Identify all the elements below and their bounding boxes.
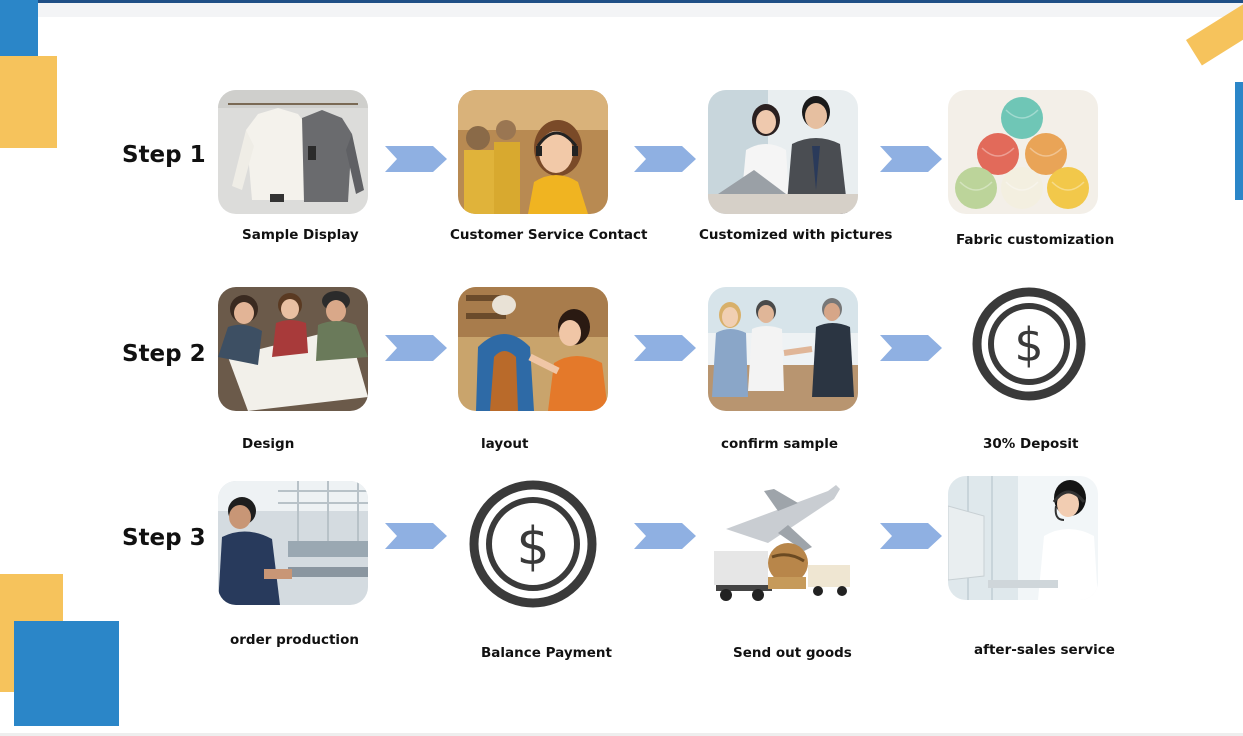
arrow-right-icon <box>880 335 942 361</box>
svg-text:$: $ <box>1014 318 1043 372</box>
headset-agent-photo <box>458 90 608 214</box>
dollar-coin-icon: $ <box>971 285 1087 403</box>
factory-worker-photo <box>218 481 368 605</box>
arrow-right-icon <box>634 335 696 361</box>
step-3-label: Step 3 <box>122 525 206 551</box>
step-1-label: Step 1 <box>122 142 206 168</box>
top-band <box>38 3 1243 17</box>
yarn-balls-photo <box>948 90 1098 214</box>
caption-after-sales-service: after-sales service <box>974 642 1115 658</box>
caption-customized-with-pictures: Customized with pictures <box>699 227 892 243</box>
arrow-right-icon <box>634 146 696 172</box>
caption-customer-service-contact: Customer Service Contact <box>450 227 648 243</box>
arrow-right-icon <box>880 523 942 549</box>
support-agent-photo <box>948 476 1098 600</box>
design-team-photo <box>218 287 368 411</box>
arrow-right-icon <box>880 146 942 172</box>
caption-confirm-sample: confirm sample <box>721 436 838 452</box>
step-2-label: Step 2 <box>122 341 206 367</box>
arrow-right-icon <box>385 146 447 172</box>
caption-design: Design <box>242 436 294 452</box>
sweater-photo <box>218 90 368 214</box>
caption-layout: layout <box>481 436 528 452</box>
arrow-right-icon <box>634 523 696 549</box>
arrow-right-icon <box>385 335 447 361</box>
handshake-photo <box>708 287 858 411</box>
decor-blue-right <box>1235 82 1243 200</box>
caption-balance-payment: Balance Payment <box>481 645 612 661</box>
caption-order-production: order production <box>230 632 359 648</box>
logistics-plane-truck-photo <box>708 481 858 605</box>
svg-text:$: $ <box>516 517 549 577</box>
tailor-mannequin-photo <box>458 287 608 411</box>
dollar-coin-icon: $ <box>468 478 598 610</box>
decor-yellow-top-left <box>0 56 57 148</box>
decor-blue-bottom-left <box>14 621 119 726</box>
caption-send-out-goods: Send out goods <box>733 645 852 661</box>
caption-fabric-customization: Fabric customization <box>956 232 1114 248</box>
arrow-right-icon <box>385 523 447 549</box>
caption-30-deposit: 30% Deposit <box>983 436 1078 452</box>
business-meeting-photo <box>708 90 858 214</box>
caption-sample-display: Sample Display <box>242 227 359 243</box>
